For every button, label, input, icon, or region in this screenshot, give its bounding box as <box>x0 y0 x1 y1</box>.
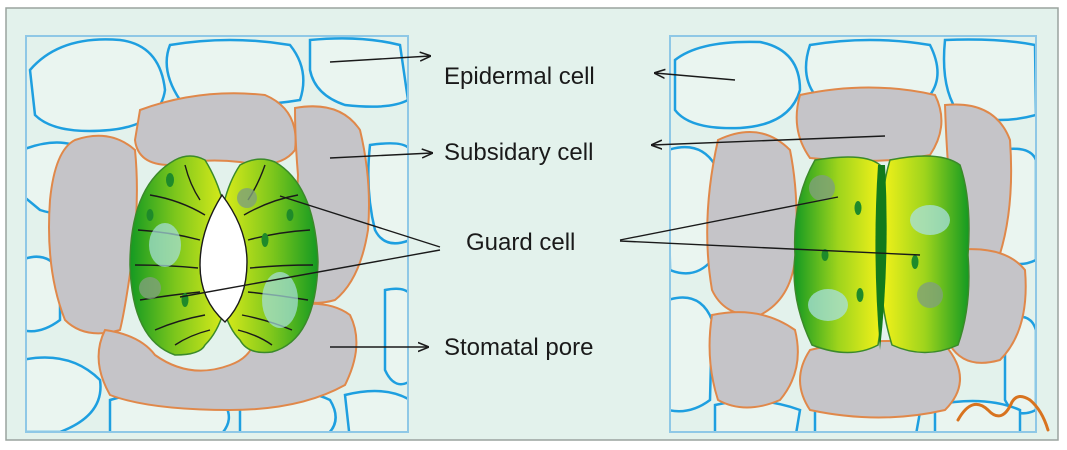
left-panel-open-stoma <box>22 36 412 440</box>
right-panel-closed-stoma <box>668 36 1036 440</box>
subsidiary-cell-label: Subsidary cell <box>444 139 593 166</box>
guard-cell-label: Guard cell <box>466 229 575 256</box>
stomatal-pore-label: Stomatal pore <box>444 334 593 361</box>
guard-cells-right <box>794 156 969 353</box>
epidermal-cell-label: Epidermal cell <box>444 63 595 90</box>
